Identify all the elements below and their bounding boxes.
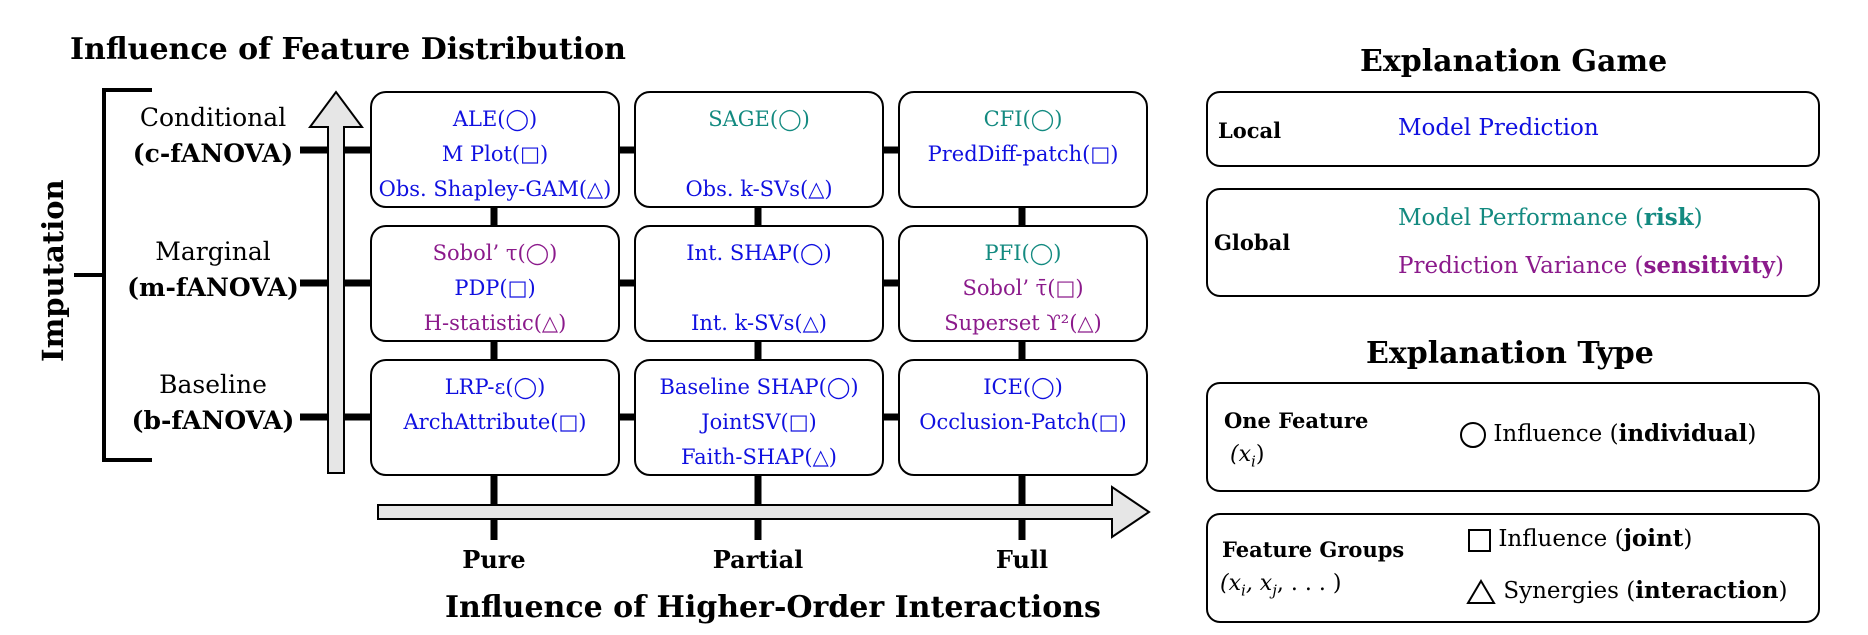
method-name: ArchAttribute(□) (403, 410, 587, 434)
method-cell: SAGE(◯) Obs. k-SVs(△) (634, 91, 884, 208)
method-name: Sobol’ τ(◯) (432, 241, 558, 265)
global-variance-text: Prediction Variance (sensitivity) (1398, 252, 1784, 279)
local-label: Local (1218, 118, 1282, 143)
feature-distribution-title: Influence of Feature Distribution (70, 32, 626, 67)
method-name: Sobol’ τ̄(□) (962, 276, 1084, 300)
math-mid: , x (1245, 571, 1273, 596)
row-name: Baseline (159, 370, 267, 399)
text-bold: individual (1618, 420, 1748, 447)
math-sub: j (1272, 581, 1277, 600)
text-prefix: Influence ( (1498, 526, 1624, 552)
text-suffix: ) (1778, 578, 1788, 604)
method-cell: CFI(◯) PredDiff-patch(□) (898, 91, 1148, 208)
column-label-full: Full (995, 545, 1049, 574)
method-name: SAGE(◯) (708, 107, 810, 131)
math-open: (x (1230, 442, 1251, 467)
method-cell: Baseline SHAP(◯) JointSV(□) Faith-SHAP(△) (634, 359, 884, 476)
math-close: , . . . ) (1276, 571, 1342, 596)
text-bold: interaction (1635, 577, 1779, 604)
column-label-pure: Pure (462, 545, 526, 574)
row-name: Marginal (155, 237, 271, 266)
feature-groups-math: (xi, xj, . . . ) (1220, 571, 1341, 599)
square-icon (1468, 528, 1491, 552)
explanation-game-title: Explanation Game (1360, 44, 1668, 79)
text-prefix: Influence ( (1493, 421, 1619, 447)
text-suffix: ) (1747, 421, 1757, 447)
method-cell: Sobol’ τ(◯) PDP(□) H-statistic(△) (370, 225, 620, 342)
global-performance-text: Model Performance (risk) (1398, 204, 1703, 231)
method-name: LRP-ε(◯) (444, 375, 546, 399)
method-cell: Int. SHAP(◯) Int. k-SVs(△) (634, 225, 884, 342)
circle-icon (1460, 422, 1486, 448)
text-bold: joint (1623, 525, 1684, 552)
text-bold: risk (1643, 204, 1694, 231)
column-label-partial: Partial (712, 545, 804, 574)
one-feature-panel: One Feature (xi) Influence (individual) (1206, 382, 1820, 492)
method-name: CFI(◯) (983, 107, 1063, 131)
imputation-label: Imputation (36, 179, 70, 362)
row-name: Conditional (139, 103, 287, 132)
method-name: Faith-SHAP(△) (681, 445, 837, 469)
text-bold: sensitivity (1643, 252, 1775, 279)
text-prefix: Prediction Variance ( (1398, 253, 1644, 279)
method-name: M Plot(□) (441, 142, 549, 166)
one-feature-math: (xi) (1230, 442, 1264, 470)
math-sub: i (1241, 581, 1246, 600)
row-label-marginal: Marginal (m-fANOVA) (118, 234, 308, 306)
global-panel: Global Model Performance (risk) Predicti… (1206, 188, 1820, 297)
math-sub: i (1251, 452, 1256, 471)
row-label-conditional: Conditional (c-fANOVA) (118, 100, 308, 172)
feature-groups-label: Feature Groups (1222, 537, 1405, 562)
local-text: Model Prediction (1398, 115, 1599, 141)
math-open: (x (1220, 571, 1241, 596)
text-prefix: Synergies ( (1503, 578, 1636, 604)
row-abbr: (c-fANOVA) (132, 139, 294, 168)
triangle-icon (1466, 579, 1496, 604)
method-name: Obs. k-SVs(△) (685, 177, 833, 201)
method-name: Occlusion-Patch(□) (919, 410, 1127, 434)
joint-influence-item: Influence (joint) (1468, 525, 1692, 552)
method-name: ICE(◯) (983, 375, 1063, 399)
interaction-synergies-item: Synergies (interaction) (1466, 577, 1787, 605)
method-name: Obs. Shapley-GAM(△) (378, 177, 612, 201)
row-abbr: (m-fANOVA) (127, 273, 299, 302)
method-cell: ALE(◯) M Plot(□) Obs. Shapley-GAM(△) (370, 91, 620, 208)
method-cell: ICE(◯) Occlusion-Patch(□) (898, 359, 1148, 476)
row-label-baseline: Baseline (b-fANOVA) (118, 367, 308, 439)
method-name: ALE(◯) (452, 107, 538, 131)
higher-order-interactions-title: Influence of Higher-Order Interactions (445, 590, 1101, 625)
method-name: PredDiff-patch(□) (927, 142, 1119, 166)
method-cell: PFI(◯) Sobol’ τ̄(□) Superset ϒ²(△) (898, 225, 1148, 342)
math-close: ) (1255, 442, 1265, 467)
global-label: Global (1214, 230, 1291, 255)
method-name: Superset ϒ²(△) (944, 311, 1102, 335)
text-prefix: Model Performance ( (1398, 205, 1644, 231)
method-name: PFI(◯) (984, 241, 1062, 265)
text-suffix: ) (1683, 526, 1693, 552)
diagram-connectors (74, 88, 1151, 540)
explanation-type-title: Explanation Type (1366, 336, 1654, 371)
local-panel: Local Model Prediction (1206, 91, 1820, 167)
method-cell: LRP-ε(◯) ArchAttribute(□) (370, 359, 620, 476)
method-name: JointSV(□) (701, 410, 817, 434)
method-name: Baseline SHAP(◯) (659, 375, 859, 399)
individual-influence-item: Influence (individual) (1460, 420, 1756, 448)
row-abbr: (b-fANOVA) (131, 406, 295, 435)
one-feature-label: One Feature (1224, 408, 1369, 433)
text-suffix: ) (1774, 253, 1784, 279)
method-name: PDP(□) (454, 276, 536, 300)
text-suffix: ) (1693, 205, 1703, 231)
method-name: H-statistic(△) (423, 311, 567, 335)
method-name: Int. k-SVs(△) (691, 311, 827, 335)
method-name: Int. SHAP(◯) (686, 241, 832, 265)
feature-groups-panel: Feature Groups (xi, xj, . . . ) Influenc… (1206, 513, 1820, 623)
